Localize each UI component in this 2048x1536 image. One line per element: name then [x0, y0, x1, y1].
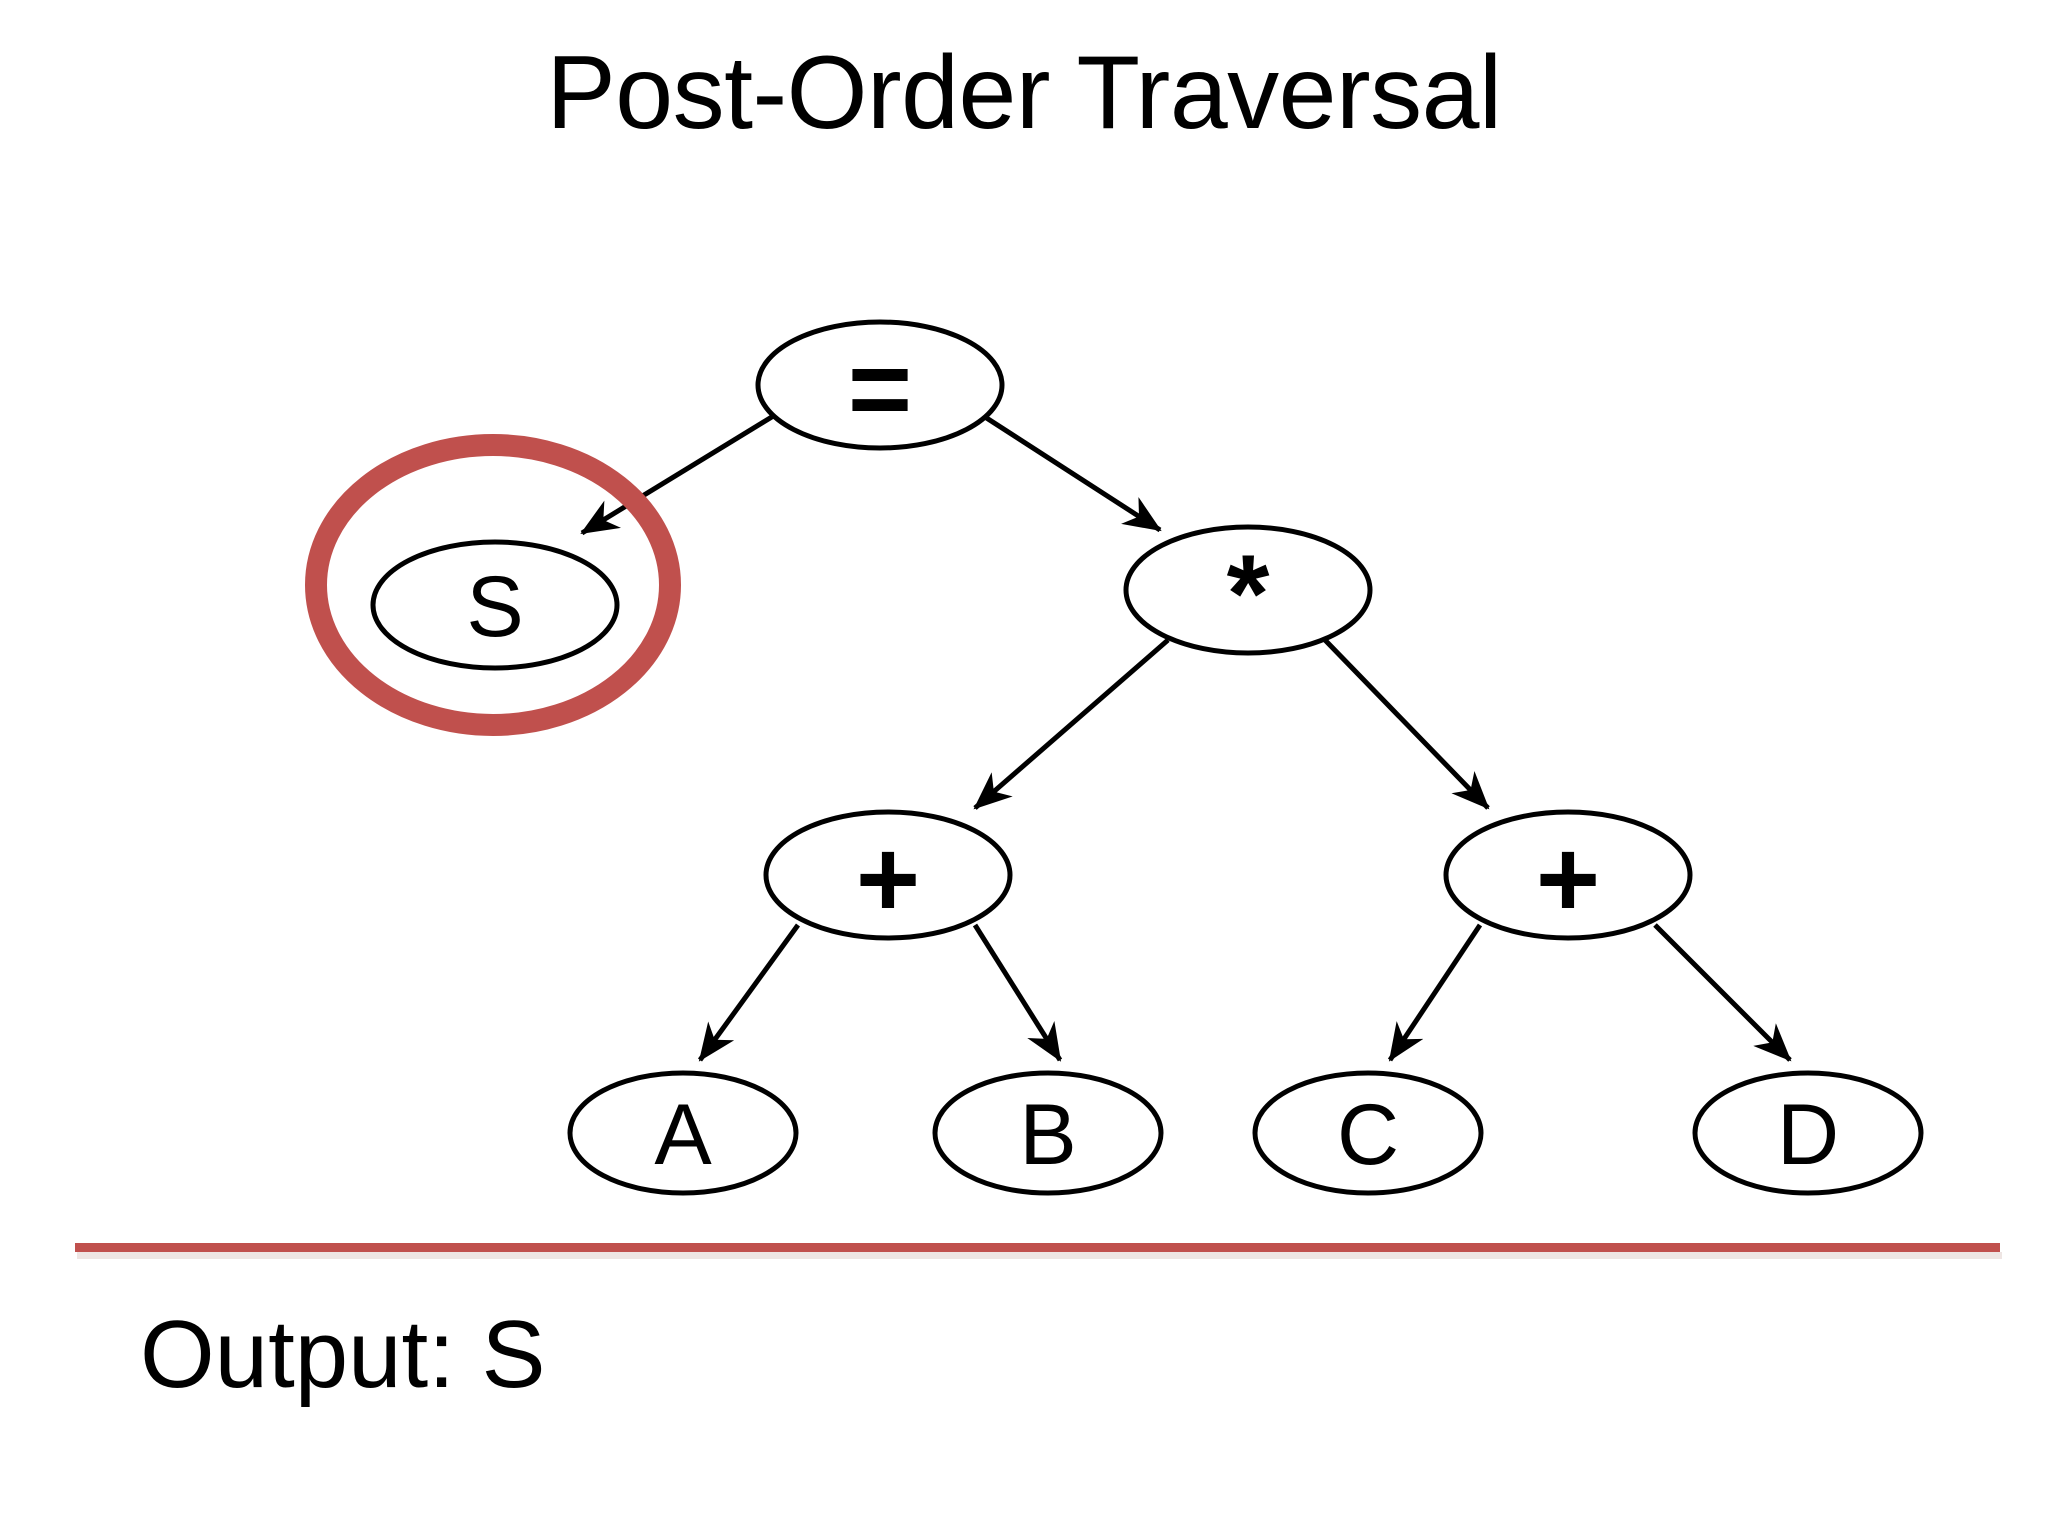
divider-red-bar [75, 1243, 2000, 1252]
tree-nodes: = S * + + A B C D [370, 319, 1924, 1196]
node-label: D [1777, 1087, 1839, 1183]
tree-edge-eq-to-mul [983, 414, 1162, 533]
tree-edge-plusR-to-c [1387, 923, 1483, 1062]
tree-node-s[interactable]: S [370, 539, 620, 671]
tree-edge-mul-to-plusR [1323, 638, 1490, 810]
tree-node-eq[interactable]: = [755, 319, 1005, 451]
output-text: Output: S [140, 1301, 546, 1408]
tree-edge-plusL-to-b [972, 923, 1063, 1062]
node-label: * [1227, 533, 1270, 656]
node-label: B [1019, 1087, 1076, 1183]
node-outline [763, 809, 1013, 941]
node-label: = [848, 328, 912, 451]
tree-edge-plusL-to-a [697, 923, 801, 1062]
tree-edge-eq-to-s [580, 412, 777, 536]
tree-node-b[interactable]: B [932, 1070, 1164, 1196]
divider-shadow-bar [77, 1252, 2002, 1259]
highlight-ellipse-icon [305, 434, 681, 736]
tree-node-mul[interactable]: * [1123, 524, 1373, 656]
node-outline [370, 539, 620, 671]
section-divider [75, 1243, 2002, 1259]
node-label: C [1337, 1087, 1399, 1183]
highlight-ring [305, 434, 681, 736]
tree-edge-plusR-to-d [1653, 923, 1792, 1062]
tree-node-c[interactable]: C [1252, 1070, 1484, 1196]
node-label: + [856, 818, 920, 941]
page-title: Post-Order Traversal [546, 35, 1502, 151]
node-label: + [1536, 818, 1600, 941]
node-outline [932, 1070, 1164, 1196]
node-outline [755, 319, 1005, 451]
tree-node-d[interactable]: D [1692, 1070, 1924, 1196]
tree-edge-mul-to-plusL [973, 638, 1170, 810]
tree-node-plusR[interactable]: + [1443, 809, 1693, 941]
node-label: A [654, 1087, 712, 1183]
node-outline [1692, 1070, 1924, 1196]
node-outline [1123, 524, 1373, 656]
node-outline [1443, 809, 1693, 941]
tree-node-a[interactable]: A [567, 1070, 799, 1196]
tree-node-plusL[interactable]: + [763, 809, 1013, 941]
tree-edges [580, 412, 1792, 1062]
node-outline [1252, 1070, 1484, 1196]
node-label: S [466, 559, 523, 655]
node-outline [567, 1070, 799, 1196]
